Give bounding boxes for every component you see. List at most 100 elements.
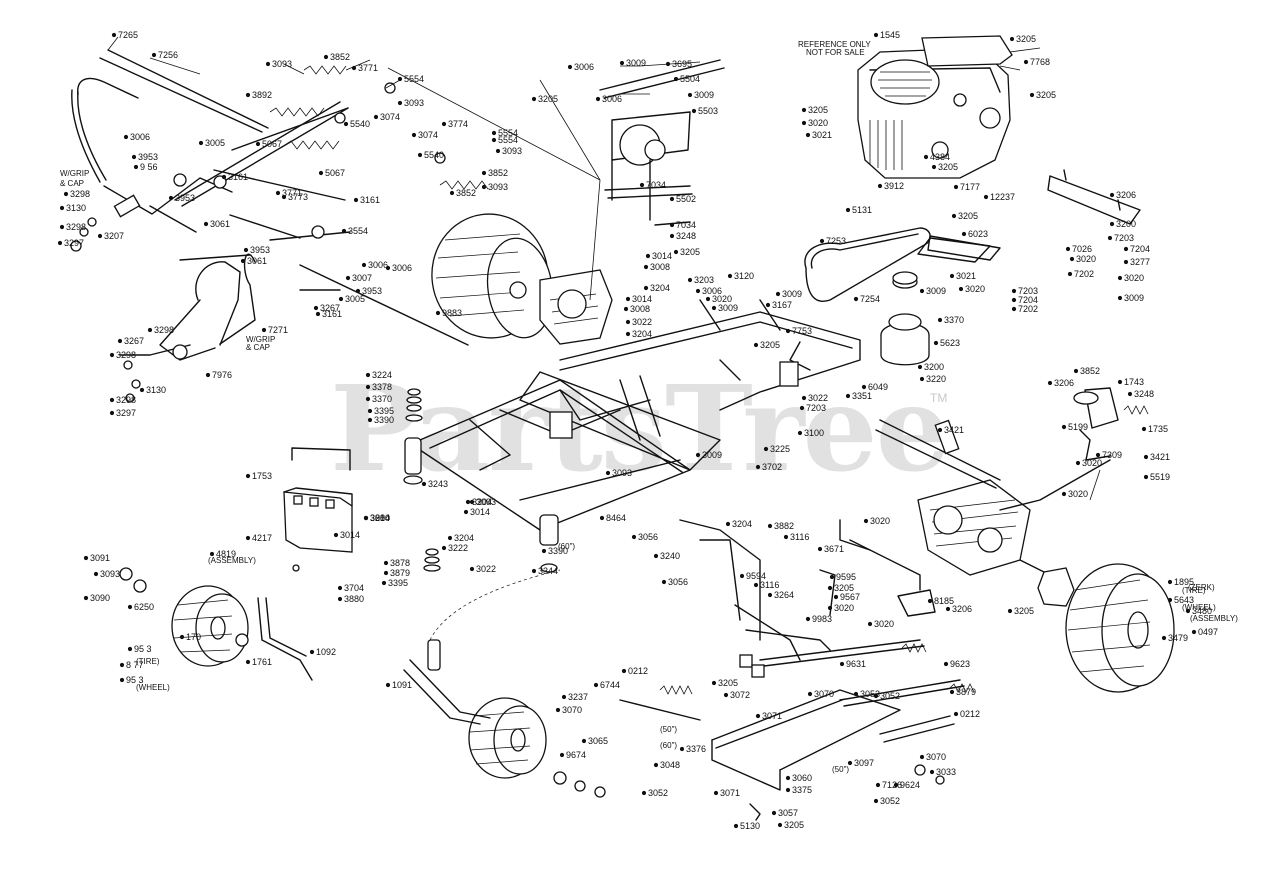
part-callout: 3378 [372, 382, 392, 392]
part-callout: 3057 [778, 808, 798, 818]
callout-dot [323, 54, 329, 60]
part-callout: 3097 [854, 758, 874, 768]
callout-dot [863, 518, 869, 524]
part-callout: 3020 [965, 284, 985, 294]
part-callout: 3771 [282, 188, 302, 198]
callout-dot [531, 96, 537, 102]
callout-note: (60") [558, 542, 575, 551]
main-frame [419, 299, 861, 531]
drive-belt-and-pulleys [804, 227, 991, 366]
callout-dot [343, 121, 349, 127]
engine-assembly [857, 35, 1013, 179]
part-callout: 3074 [380, 112, 400, 122]
part-callout: 5067 [262, 139, 282, 149]
part-callout: 3264 [774, 590, 794, 600]
part-callout: 5502 [676, 194, 696, 204]
callout-dot [1011, 297, 1017, 303]
part-callout: 12237 [990, 192, 1015, 202]
callout-dot [1123, 259, 1129, 265]
part-callout: 3100 [804, 428, 824, 438]
leader-lines [107, 36, 1101, 501]
callout-dot [631, 534, 637, 540]
part-callout: 5199 [1068, 422, 1088, 432]
part-callout: 3205 [718, 678, 738, 688]
callout-dot [469, 566, 475, 572]
callout-dot [365, 372, 371, 378]
part-callout: 3056 [638, 532, 658, 542]
part-callout: 3880 [344, 594, 364, 604]
callout-dot [853, 691, 859, 697]
part-callout: 3007 [352, 273, 372, 283]
part-callout: 7204 [1018, 295, 1038, 305]
callout-dot [639, 182, 645, 188]
callout-dot [953, 711, 959, 717]
callout-dot [567, 64, 573, 70]
part-callout: 3072 [730, 690, 750, 700]
callout-dot [673, 76, 679, 82]
callout-dot [119, 662, 125, 668]
callout-dot [829, 574, 835, 580]
callout-dot [1191, 629, 1197, 635]
part-callout: 3021 [812, 130, 832, 140]
callout-dot [673, 249, 679, 255]
callout-dot [807, 691, 813, 697]
callout-dot [711, 680, 717, 686]
callout-dot [1029, 92, 1035, 98]
callout-dot [417, 152, 423, 158]
part-callout: 3200 [924, 362, 944, 372]
part-callout: 3020 [712, 294, 732, 304]
part-callout: 3421 [944, 425, 964, 435]
callout-dot [873, 32, 879, 38]
part-callout: 3009 [1124, 293, 1144, 303]
part-callout: 3020 [1082, 458, 1102, 468]
part-callout: 3020 [834, 603, 854, 613]
callout-dot [337, 585, 343, 591]
callout-dot [57, 240, 63, 246]
callout-dot [151, 52, 157, 58]
part-callout: 3220 [926, 374, 946, 384]
part-callout: 3878 [390, 558, 410, 568]
callout-dot [365, 384, 371, 390]
part-callout: 3014 [652, 251, 672, 261]
callout-dot [318, 170, 324, 176]
part-callout: 95 3 [134, 644, 152, 654]
part-callout: 3022 [632, 317, 652, 327]
callout-dot [495, 148, 501, 154]
callout-dot [275, 190, 281, 196]
part-callout: 95 3 [126, 675, 144, 685]
part-callout: 3093 [476, 497, 496, 507]
callout-dot [97, 233, 103, 239]
callout-dot [753, 342, 759, 348]
part-callout: 3671 [824, 544, 844, 554]
part-callout: 3014 [632, 294, 652, 304]
part-callout: 3344 [538, 566, 558, 576]
part-callout: 3161 [228, 172, 248, 182]
part-callout: 3205 [1014, 606, 1034, 616]
part-callout: 1743 [1124, 377, 1144, 387]
callout-dot [961, 231, 967, 237]
callout-dot [933, 340, 939, 346]
callout-dot [919, 376, 925, 382]
callout-dot [1007, 608, 1013, 614]
callout-dot [873, 798, 879, 804]
callout-dot [1075, 460, 1081, 466]
part-callout: 3298 [116, 395, 136, 405]
part-callout: 3207 [104, 231, 124, 241]
callout-note: (60") [660, 741, 677, 750]
callout-dot [109, 397, 115, 403]
callout-dot [441, 121, 447, 127]
part-callout: 3880 [370, 513, 390, 523]
part-callout: 9567 [840, 592, 860, 602]
callout-dot [355, 288, 361, 294]
part-callout: 3008 [650, 262, 670, 272]
part-callout: 3205 [538, 94, 558, 104]
part-callout: 3205 [834, 583, 854, 593]
part-callout: 3161 [360, 195, 380, 205]
callout-dot [469, 499, 475, 505]
part-callout: 7768 [1030, 57, 1050, 67]
callout-dot [785, 328, 791, 334]
part-callout: 3093 [612, 468, 632, 478]
callout-note: & CAP [246, 343, 270, 352]
callout-dot [1127, 391, 1133, 397]
